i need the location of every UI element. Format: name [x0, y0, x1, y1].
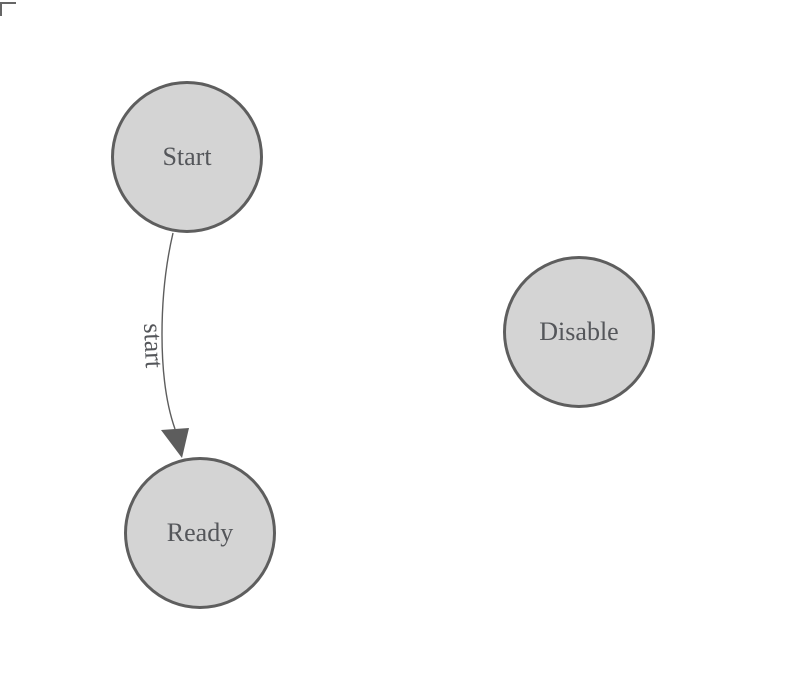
state-node-start[interactable]: Start [111, 81, 263, 233]
edge-label: start [138, 323, 169, 370]
corner-mark [0, 2, 16, 16]
transition-edge-start-to-ready[interactable]: start [138, 232, 189, 458]
state-node-ready-label: Ready [166, 518, 234, 547]
state-node-disable-label: Disable [539, 317, 619, 346]
state-node-ready[interactable]: Ready [124, 457, 276, 609]
state-node-start-label: Start [162, 142, 212, 171]
transition-path[interactable] [161, 232, 176, 430]
arrowhead-icon [161, 428, 189, 458]
state-node-disable[interactable]: Disable [503, 256, 655, 408]
